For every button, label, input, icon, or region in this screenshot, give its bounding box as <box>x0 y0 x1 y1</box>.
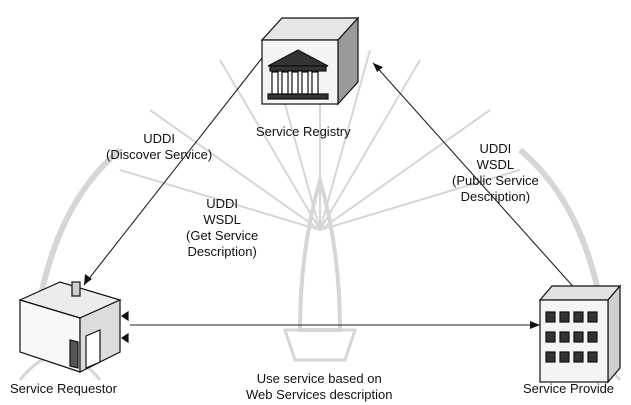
label-line: Description) <box>187 244 257 259</box>
label-line: (Get Service <box>186 228 259 243</box>
service-provider-label: Service Provide <box>523 381 615 396</box>
label-line: WSDL <box>476 157 515 172</box>
label-line: UDDI <box>206 196 239 211</box>
get-service-edge-label: UDDI WSDL (Get Service Description) <box>186 196 258 260</box>
label-line: UDDI <box>479 141 512 156</box>
label-line: Description) <box>460 189 531 204</box>
service-registry-label: Service Registry <box>256 124 351 139</box>
use-service-arrowhead <box>530 321 540 329</box>
label-line: Use service based on <box>256 371 382 386</box>
service-requestor-icon <box>18 281 129 373</box>
label-line: Web Services description <box>246 387 393 402</box>
label-line: (Public Service <box>452 173 539 188</box>
discover-edge-label: UDDI (Discover Service) <box>106 131 212 163</box>
label-line: WSDL <box>203 212 241 227</box>
connection-lines <box>83 57 579 326</box>
use-service-edge-label: Use service based on Web Services descri… <box>246 371 392 403</box>
label-line: UDDI <box>143 131 175 146</box>
publish-arrowhead <box>373 63 383 72</box>
label-line: (Discover Service) <box>106 147 213 162</box>
discover-arrowhead <box>84 274 92 285</box>
publish-connector <box>372 62 579 293</box>
service-provider-icon <box>538 284 622 384</box>
service-requestor-label: Service Requestor <box>10 381 117 396</box>
publish-edge-label: UDDI WSDL (Public Service Description) <box>452 141 539 205</box>
discover-connector <box>83 57 263 286</box>
service-registry-icon <box>260 16 360 106</box>
arrowheads <box>84 63 540 329</box>
